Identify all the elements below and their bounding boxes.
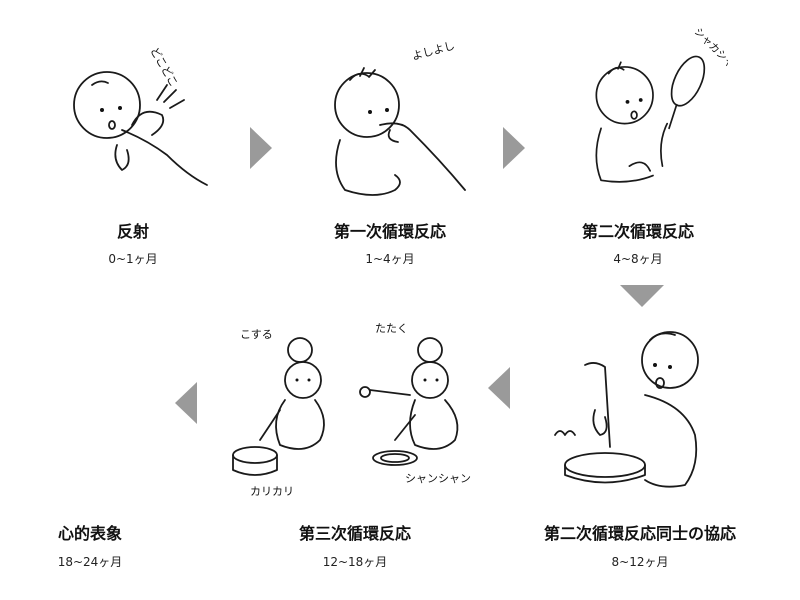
caption-dokodoko: どこどこ: [147, 45, 180, 89]
arrow-left-2: [175, 382, 197, 424]
stage-secondary-circular-illustration: シャカシャカ: [578, 15, 728, 185]
stage-3-age: 4~8ヶ月: [613, 252, 663, 266]
stage-tertiary-circular-illustration: こする カリカリ たたく シャンシャン: [225, 320, 485, 500]
caption-yoshiyoshi: よしよし: [410, 39, 456, 63]
baby-rattle-drawing: シャカシャカ: [595, 26, 728, 183]
caption-kosuru: こする: [240, 328, 273, 341]
stage-6-label: 心的表象: [57, 524, 122, 543]
baby-drum-drawing: [554, 331, 699, 488]
stage-2-age: 1~4ヶ月: [365, 252, 415, 266]
stage-4-label: 第二次循環反応同士の協応: [543, 524, 736, 543]
arrow-right-1: [250, 127, 272, 169]
arrow-left-1: [488, 367, 510, 409]
arrow-down: [620, 285, 664, 307]
caption-shakashaka: シャカシャカ: [691, 26, 728, 79]
baby-reflex-drawing: どこどこ: [73, 45, 208, 186]
stage-1-label: 反射: [116, 222, 149, 241]
caption-tataku: たたく: [375, 322, 408, 335]
stage-2-label: 第一次循環反応: [333, 222, 446, 241]
stage-5-label: 第三次循環反応: [298, 524, 411, 543]
stage-coordination-illustration: [550, 315, 730, 495]
two-babies-drawing: こする カリカリ たたく シャンシャン: [232, 322, 471, 498]
stage-4-age: 8~12ヶ月: [611, 555, 669, 569]
arrow-right-2: [503, 127, 525, 169]
stage-reflex-illustration: どこどこ: [62, 30, 212, 200]
stage-primary-circular-illustration: よしよし: [325, 30, 475, 200]
caption-shanshan: シャンシャン: [405, 472, 471, 485]
stage-6-age: 18~24ヶ月: [57, 555, 123, 569]
caption-karikari: カリカリ: [250, 485, 294, 498]
stage-1-age: 0~1ヶ月: [108, 252, 158, 266]
stage-5-age: 12~18ヶ月: [322, 555, 388, 569]
stage-3-label: 第二次循環反応: [581, 222, 694, 241]
baby-sucking-drawing: よしよし: [334, 39, 466, 196]
